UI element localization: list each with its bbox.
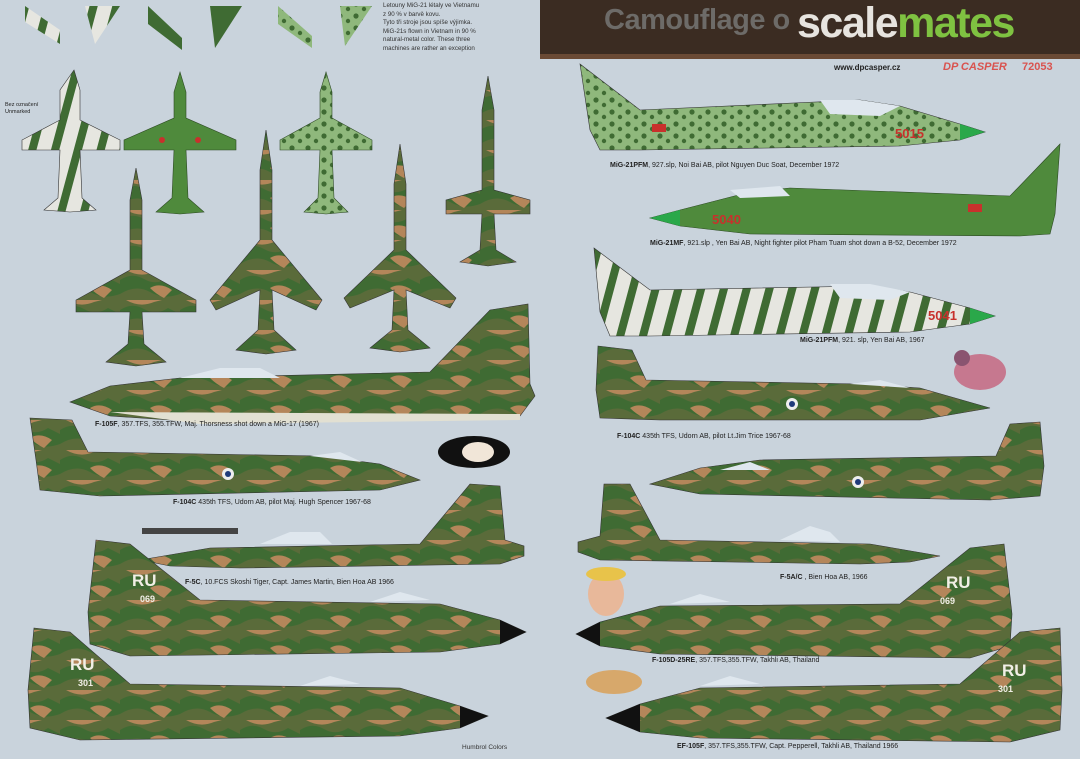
caption-model: F-5C [185, 579, 201, 586]
caption-text: , 921.slp , Yen Bai AB, Night fighter pi… [683, 240, 957, 247]
intro-en-line1: MiG-21s flown in Vietnam in 90 % [383, 27, 476, 35]
caption-text: , 357.TFS,355.TFW, Takhli AB, Thailand [695, 657, 820, 664]
header-banner [540, 0, 1080, 54]
caption-f5c: F-5C, 10.FCS Skoshi Tiger, Capt. James M… [185, 579, 394, 586]
caption-text: , 357.TFS,355.TFW, Capt. Pepperell, Takh… [704, 743, 899, 750]
f105-side-left-bottom: RU 301 [27, 627, 489, 741]
mig21-top-view-striped [21, 69, 121, 213]
caption-mig21pfm-spotted: MiG-21PFM, 927.slp, Noi Bai AB, pilot Ng… [610, 162, 839, 169]
unmarked-callout: Bez označení Unmarked [5, 102, 38, 116]
intro-cz-line2: z 90 % v barvě kovu. [383, 10, 441, 18]
mig-a-number: 5015 [895, 126, 924, 141]
manufacturer-name: DP CASPER [943, 61, 1007, 73]
f104c-side-right-2 [648, 421, 1045, 501]
caption-model: F-105F [95, 421, 118, 428]
caption-mig21pfm-striped: MiG-21PFM, 921. slp, Yen Bai AB, 1967 [800, 337, 925, 344]
caption-ef105f: EF-105F, 357.TFS,355.TFW, Capt. Pepperel… [677, 743, 898, 750]
f5-top-view [75, 167, 197, 367]
manufacturer-website: www.dpcasper.cz [834, 63, 901, 72]
brand-logo-first: scale [797, 0, 899, 47]
nose-art-small [586, 670, 642, 694]
brand-logo: scalemates [797, 0, 1015, 48]
caption-mig21mf: MiG-21MF, 921.slp , Yen Bai AB, Night fi… [650, 240, 957, 247]
f104c-side-left [29, 417, 421, 497]
caption-f5a: F-5A/C , Bien Hoa AB, 1966 [780, 574, 868, 581]
mig-b-number: 5040 [712, 212, 741, 227]
mig21pfm-side-spotted: 5015 [579, 63, 986, 151]
f105-top-view-b [343, 143, 457, 353]
product-code: 72053 [1022, 61, 1053, 73]
tail-code-a: RU [132, 571, 157, 590]
nose-art-left [438, 436, 510, 468]
mig21mf-side-green: 5040 [648, 143, 1061, 237]
intro-note: Letouny MiG-21 létaly ve Vietnamu z 90 %… [383, 2, 533, 54]
f5a-side-right [577, 483, 941, 565]
caption-text: , Bien Hoa AB, 1966 [802, 574, 868, 581]
brand-logo-second: mates [897, 0, 1015, 47]
tail-code-b: RU [946, 573, 971, 592]
caption-model: EF-105F [677, 743, 705, 750]
caption-f104c-right: F-104C 435th TFS, Udorn AB, pilot Lt.Jim… [617, 433, 791, 440]
caption-text: 435th TFS, Udorn AB, pilot Lt.Jim Trice … [640, 433, 791, 440]
caption-f105f: F-105F, 357.TFS, 355.TFW, Maj. Thorsness… [95, 421, 319, 428]
banner-divider [540, 54, 1080, 59]
f105f-side [69, 303, 536, 424]
serial-d: 301 [998, 684, 1013, 694]
f105d-side-left: RU 069 [87, 539, 527, 657]
serial-a: 069 [140, 594, 155, 604]
f105-top-view-a [209, 129, 323, 355]
mig21-top-view-spotted [279, 70, 373, 215]
caption-f105d: F-105D-25RE, 357.TFS,355.TFW, Takhli AB,… [652, 657, 819, 664]
mig-c-number: 5041 [928, 308, 957, 323]
serial-c: 301 [78, 678, 93, 688]
tail-code-d: RU [1002, 661, 1027, 680]
callout-line1: Bez označení [5, 102, 39, 108]
tail-code-c: RU [70, 655, 95, 674]
caption-model: MiG-21PFM [610, 162, 649, 169]
caption-text: , 921. slp, Yen Bai AB, 1967 [838, 337, 925, 344]
intro-cz-line1: Letouny MiG-21 létaly ve Vietnamu [383, 2, 480, 9]
nose-art-right [954, 350, 1006, 390]
callout-line2: Unmarked [5, 109, 31, 115]
caption-model: MiG-21PFM [800, 337, 839, 344]
caption-model: F-105D-25RE [652, 657, 696, 664]
caption-model: F-104C [173, 499, 197, 506]
f5c-side-left [139, 483, 525, 569]
caption-model: MiG-21MF [650, 240, 684, 247]
intro-en-line3: machines are rather an exception [383, 44, 475, 52]
intro-cz-line3: Tyto tři stroje jsou spíše výjimka. [383, 19, 473, 27]
f104c-side-right [595, 345, 991, 421]
caption-model: F-5A/C [780, 574, 803, 581]
f104-top-view [445, 75, 531, 267]
caption-model: F-104C [617, 433, 641, 440]
caption-text: 435th TFS, Udorn AB, pilot Maj. Hugh Spe… [196, 499, 371, 506]
caption-text: , 927.slp, Noi Bai AB, pilot Nguyen Duc … [648, 162, 840, 169]
nose-art-lady [586, 567, 626, 616]
ef105f-side-right-bottom: RU 301 [605, 627, 1063, 743]
banner-title: Camouflage o [604, 4, 790, 36]
top-wing-fragments [25, 6, 372, 50]
caption-text: , 10.FCS Skoshi Tiger, Capt. James Marti… [200, 579, 394, 586]
caption-f104c-left: F-104C 435th TFS, Udorn AB, pilot Maj. H… [173, 499, 371, 506]
mig21pfm-side-striped: 5041 [593, 247, 996, 337]
caption-text: , 357.TFS, 355.TFW, Maj. Thorsness shot … [117, 421, 319, 428]
humbrol-note: Humbrol Colors [462, 744, 508, 751]
intro-en-line2: natural-metal color. These three [383, 36, 471, 44]
mig21-top-view-green [123, 70, 237, 215]
serial-b-top: 069 [940, 596, 955, 606]
